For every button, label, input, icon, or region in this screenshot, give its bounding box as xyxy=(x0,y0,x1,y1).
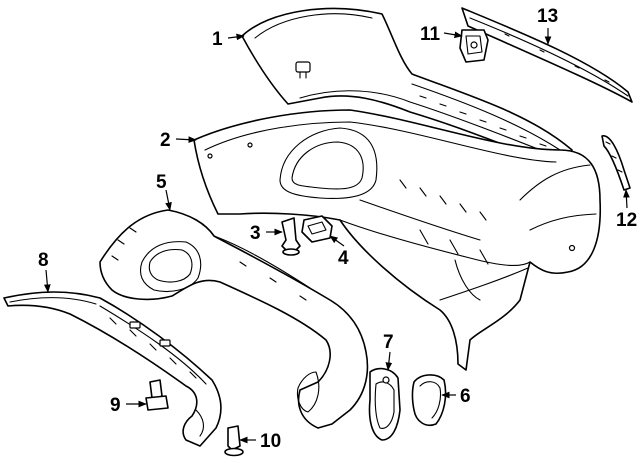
part-8-lower-bracket xyxy=(3,291,222,447)
leader-8 xyxy=(43,269,51,293)
leader-4 xyxy=(329,235,345,247)
part-2-bumper-cover xyxy=(193,109,602,371)
callout-9: 9 xyxy=(110,395,121,416)
leader-7 xyxy=(385,351,393,371)
callout-10: 10 xyxy=(260,431,281,452)
callout-labels: 1 2 3 4 5 6 7 8 9 10 11 12 13 xyxy=(38,6,637,452)
part-5-lower-valance xyxy=(99,209,369,429)
part-9-bolt xyxy=(145,379,169,411)
part-3-push-fastener xyxy=(281,217,301,256)
leader-1 xyxy=(227,33,245,41)
part-7-reflector-housing xyxy=(368,367,401,441)
callout-7: 7 xyxy=(383,332,394,353)
part-10-screw xyxy=(224,425,244,457)
leader-2 xyxy=(175,136,197,143)
callout-12: 12 xyxy=(616,210,637,231)
callout-5: 5 xyxy=(156,172,167,193)
callout-2: 2 xyxy=(160,130,171,151)
leader-5 xyxy=(165,189,172,211)
part-4-clip xyxy=(301,215,333,243)
callout-6: 6 xyxy=(460,386,471,407)
part-1-upper-cover xyxy=(241,7,573,169)
part-12-side-trim xyxy=(601,135,631,191)
leader-11 xyxy=(443,31,463,39)
callout-4: 4 xyxy=(338,248,349,269)
part-11-bracket xyxy=(459,29,489,63)
callout-11: 11 xyxy=(420,24,441,45)
callout-1: 1 xyxy=(212,29,223,50)
callout-3: 3 xyxy=(250,223,261,244)
part-13-trim-strip xyxy=(461,7,633,103)
callout-13: 13 xyxy=(537,6,558,27)
part-6-reflector xyxy=(411,374,447,426)
leader-lines xyxy=(43,28,630,444)
callout-8: 8 xyxy=(38,250,49,271)
leader-12 xyxy=(623,189,630,209)
